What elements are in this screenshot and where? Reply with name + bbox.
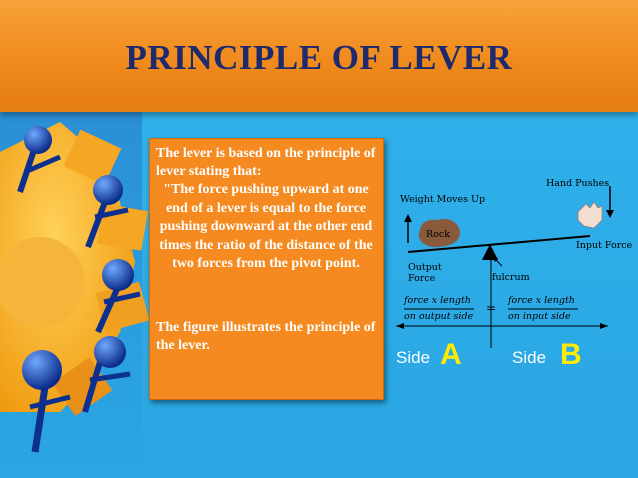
figure-note: The figure illustrates the principle of … [156, 320, 376, 353]
up-arrow-icon [404, 214, 412, 243]
right-denominator: on input side [508, 311, 571, 322]
principle-quote: "The force pushing upward at one end of … [159, 182, 373, 271]
fulcrum-pointer-arrow [492, 256, 503, 267]
output-force-label-line1: Output [408, 262, 442, 273]
side-a-word: Side [396, 348, 431, 367]
left-denominator: on output side [404, 311, 474, 322]
side-a-letter: A [440, 338, 462, 371]
distance-arrow [396, 323, 608, 329]
figure-4 [82, 336, 131, 413]
title-bar: PRINCIPLE OF LEVER [0, 0, 638, 112]
output-force-label-line2: Force [408, 273, 436, 284]
hand-pushes-label: Hand Pushes [546, 178, 610, 189]
down-arrow-icon [606, 186, 614, 218]
side-b-word: Side [512, 348, 547, 367]
fulcrum-icon [482, 244, 498, 260]
fulcrum-label: fulcrum [492, 272, 530, 283]
figure-1 [17, 126, 61, 193]
gear-with-people-illustration [0, 122, 150, 453]
side-b-letter: B [560, 338, 582, 371]
rock-label: Rock [426, 229, 450, 240]
figure-2 [85, 175, 129, 249]
equals-sign: = [486, 301, 497, 315]
intro-text: The lever is based on the principle of l… [156, 146, 376, 179]
figure-5 [22, 350, 71, 453]
figure-3 [95, 259, 141, 334]
slide-title: PRINCIPLE OF LEVER [125, 38, 513, 77]
lever-beam [407, 235, 591, 253]
input-force-label: Input Force [576, 240, 633, 251]
lever-diagram: Hand Pushes Weight Moves Up Rock Input F… [390, 168, 638, 378]
rock-icon [418, 218, 460, 247]
right-numerator: force x length [508, 295, 575, 306]
weight-moves-up-label: Weight Moves Up [400, 194, 486, 205]
text-box: The lever is based on the principle of l… [149, 138, 384, 400]
hand-icon [577, 201, 603, 229]
left-numerator: force x length [404, 295, 471, 306]
